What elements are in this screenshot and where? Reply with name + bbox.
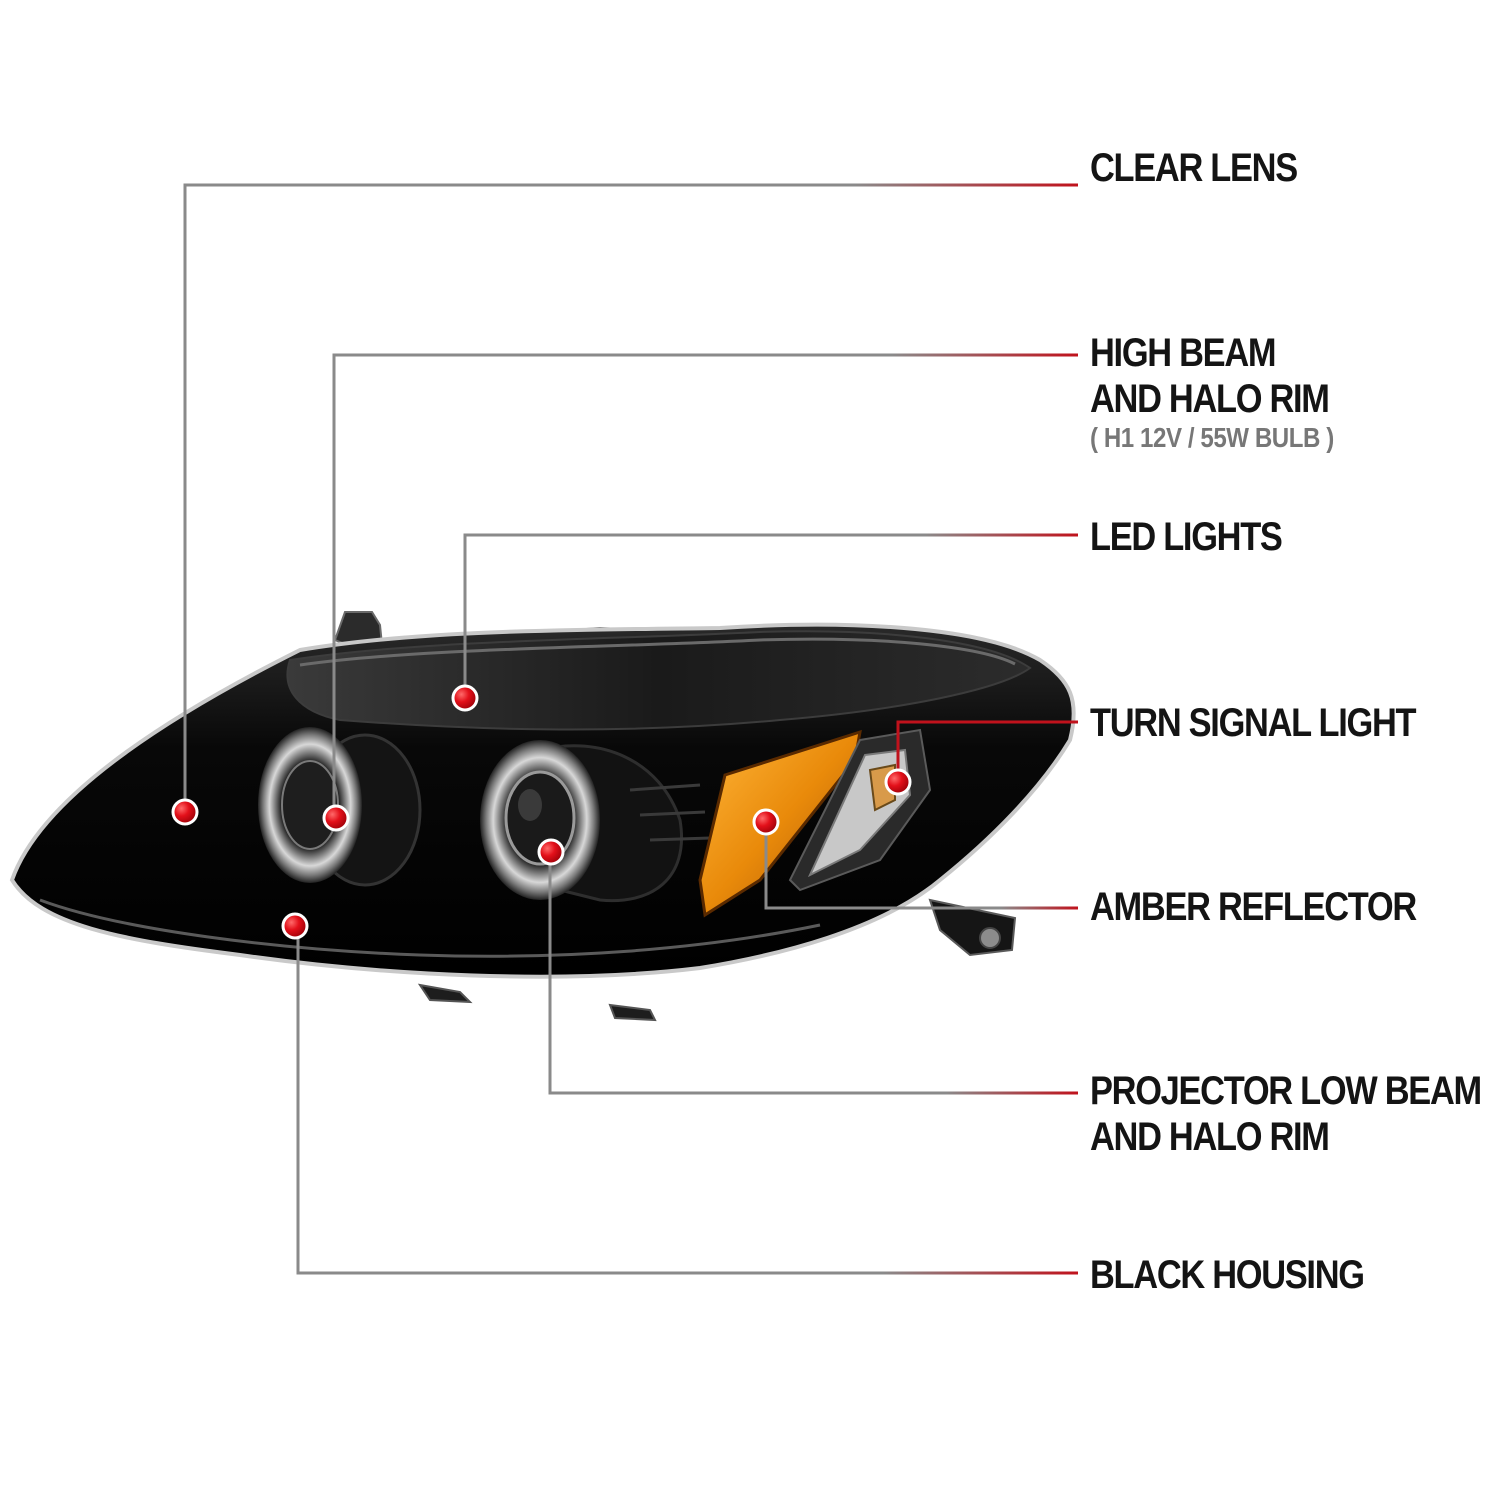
label-high-beam: HIGH BEAM AND HALO RIM ( H1 12V / 55W BU… <box>1090 330 1334 454</box>
leader-lines <box>183 183 1078 1275</box>
label-amber-reflector: AMBER REFLECTOR <box>1090 884 1417 930</box>
marker-amber-reflector <box>752 808 780 836</box>
leader-high-beam <box>332 353 1078 818</box>
marker-black-housing <box>281 912 309 940</box>
label-high-beam-line2: AND HALO RIM <box>1090 377 1330 421</box>
projector-lens-glint <box>518 789 542 821</box>
upper-housing-highlight <box>299 637 1016 667</box>
label-high-beam-line1: HIGH BEAM <box>1090 331 1277 375</box>
leader-clear-lens <box>183 183 1078 812</box>
leader-projector <box>548 852 1078 1095</box>
bottom-feet <box>417 983 657 1022</box>
leader-led-lights <box>463 533 1078 698</box>
housing-ribs <box>629 783 711 842</box>
leader-turn-signal <box>896 720 1078 782</box>
headlight-assembly <box>9 611 1076 1022</box>
marker-high-beam <box>322 804 350 832</box>
leader-black-housing <box>296 926 1078 1275</box>
rear-mount-bolt <box>979 927 1001 949</box>
label-clear-lens-line1: CLEAR LENS <box>1090 146 1298 190</box>
label-high-beam-bulb-spec: ( H1 12V / 55W BULB ) <box>1090 422 1334 453</box>
label-projector-line2: AND HALO RIM <box>1090 1115 1330 1159</box>
marker-dots <box>171 684 912 940</box>
label-amber-reflector-line1: AMBER REFLECTOR <box>1090 885 1417 929</box>
high-beam-inner-lens <box>281 760 339 850</box>
label-black-housing: BLACK HOUSING <box>1090 1252 1365 1298</box>
label-led-lights-line1: LED LIGHTS <box>1090 515 1283 559</box>
marker-turn-signal <box>884 768 912 796</box>
label-turn-signal-line1: TURN SIGNAL LIGHT <box>1090 701 1417 745</box>
leader-amber-reflector <box>764 822 1078 910</box>
label-led-lights: LED LIGHTS <box>1090 514 1283 560</box>
label-projector-line1: PROJECTOR LOW BEAM <box>1090 1069 1482 1113</box>
label-projector-low-beam: PROJECTOR LOW BEAM AND HALO RIM <box>1090 1068 1482 1160</box>
lower-trim <box>39 898 821 958</box>
label-turn-signal: TURN SIGNAL LIGHT <box>1090 700 1417 746</box>
label-clear-lens: CLEAR LENS <box>1090 145 1298 191</box>
marker-led-lights <box>451 684 479 712</box>
marker-projector <box>537 838 565 866</box>
label-black-housing-line1: BLACK HOUSING <box>1090 1253 1365 1297</box>
marker-clear-lens <box>171 798 199 826</box>
amber-reflector-lens <box>698 729 862 918</box>
